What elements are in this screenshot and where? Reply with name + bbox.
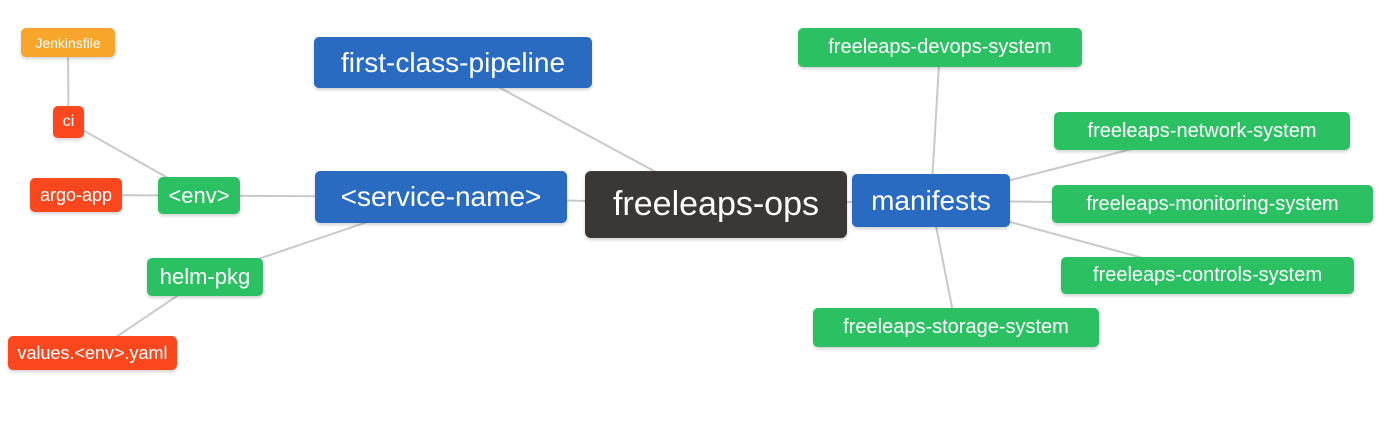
node-service-name[interactable]: <service-name> — [315, 171, 567, 223]
node-freeleaps-network-system[interactable]: freeleaps-network-system — [1054, 112, 1350, 150]
node-argo-app[interactable]: argo-app — [30, 178, 122, 212]
node-first-class-pipeline[interactable]: first-class-pipeline — [314, 37, 592, 88]
node-manifests[interactable]: manifests — [852, 174, 1010, 227]
node-freeleaps-monitoring-system[interactable]: freeleaps-monitoring-system — [1052, 185, 1373, 223]
node-jenkinsfile[interactable]: Jenkinsfile — [21, 28, 115, 57]
node-values-env-yaml[interactable]: values.<env>.yaml — [8, 336, 177, 370]
node-freeleaps-controls-system[interactable]: freeleaps-controls-system — [1061, 257, 1354, 294]
node-env[interactable]: <env> — [158, 177, 240, 214]
node-freeleaps-storage-system[interactable]: freeleaps-storage-system — [813, 308, 1099, 347]
node-freeleaps-devops-system[interactable]: freeleaps-devops-system — [798, 28, 1082, 67]
node-ci[interactable]: ci — [53, 106, 84, 138]
node-helm-pkg[interactable]: helm-pkg — [147, 258, 263, 296]
node-freeleaps-ops-root[interactable]: freeleaps-ops — [585, 171, 847, 238]
